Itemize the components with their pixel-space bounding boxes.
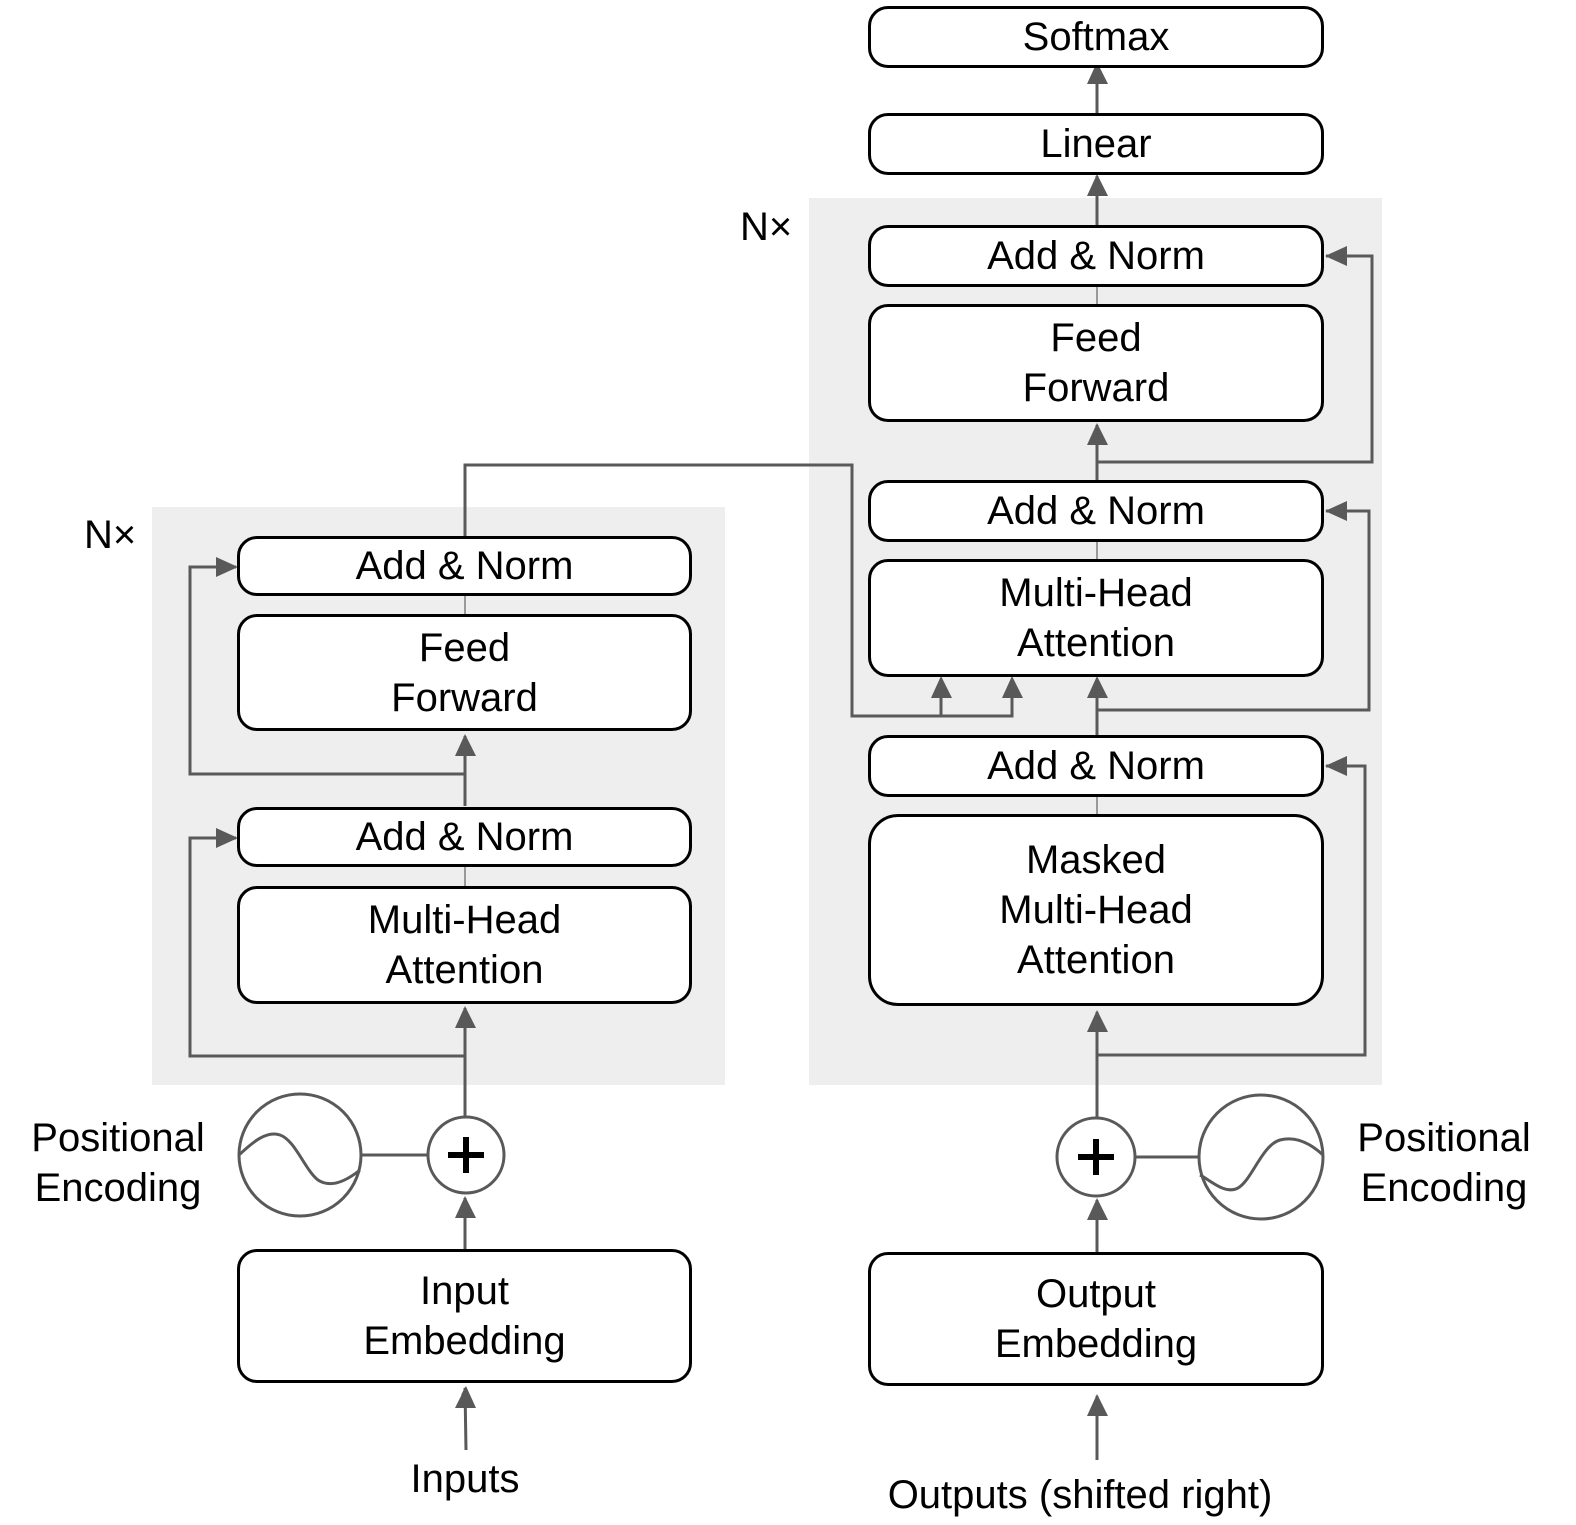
decoder-positional-encoding-label: Positional Encoding <box>1357 1116 1531 1210</box>
linear-box: Linear <box>868 113 1324 175</box>
decoder-residual-2 <box>1097 509 1371 712</box>
decoder-repeat-label: N× <box>740 205 793 249</box>
decoder-add-norm-middle: Add & Norm <box>868 480 1324 542</box>
decoder-cross-attention: Multi-Head Attention <box>868 559 1324 677</box>
encoder-multi-head-attention: Multi-Head Attention <box>237 886 692 1004</box>
softmax-box: Softmax <box>868 6 1324 68</box>
encoder-add-norm-bottom: Add & Norm <box>237 807 692 867</box>
decoder-residual-3 <box>1097 254 1374 464</box>
decoder-add-norm-top: Add & Norm <box>868 225 1324 287</box>
decoder-masked-attention: Masked Multi-Head Attention <box>868 814 1324 1006</box>
input-embedding: Input Embedding <box>237 1249 692 1383</box>
encoder-to-decoder <box>463 463 1014 718</box>
encoder-residual-1 <box>188 836 465 1058</box>
outputs-label: Outputs (shifted right) <box>887 1473 1273 1517</box>
encoder-feed-forward: Feed Forward <box>237 614 692 731</box>
decoder-feed-forward: Feed Forward <box>868 304 1324 422</box>
encoder-add-norm-top: Add & Norm <box>237 536 692 596</box>
output-embedding: Output Embedding <box>868 1252 1324 1386</box>
inputs-label: Inputs <box>410 1457 520 1501</box>
encoder-add-norm-top-label: Add & Norm <box>355 544 574 588</box>
decoder-add-norm-bottom: Add & Norm <box>868 735 1324 797</box>
encoder-repeat-label: N× <box>84 513 137 557</box>
encoder-residual-2 <box>188 565 465 776</box>
encoder-positional-encoding-label: Positional Encoding <box>31 1116 205 1210</box>
